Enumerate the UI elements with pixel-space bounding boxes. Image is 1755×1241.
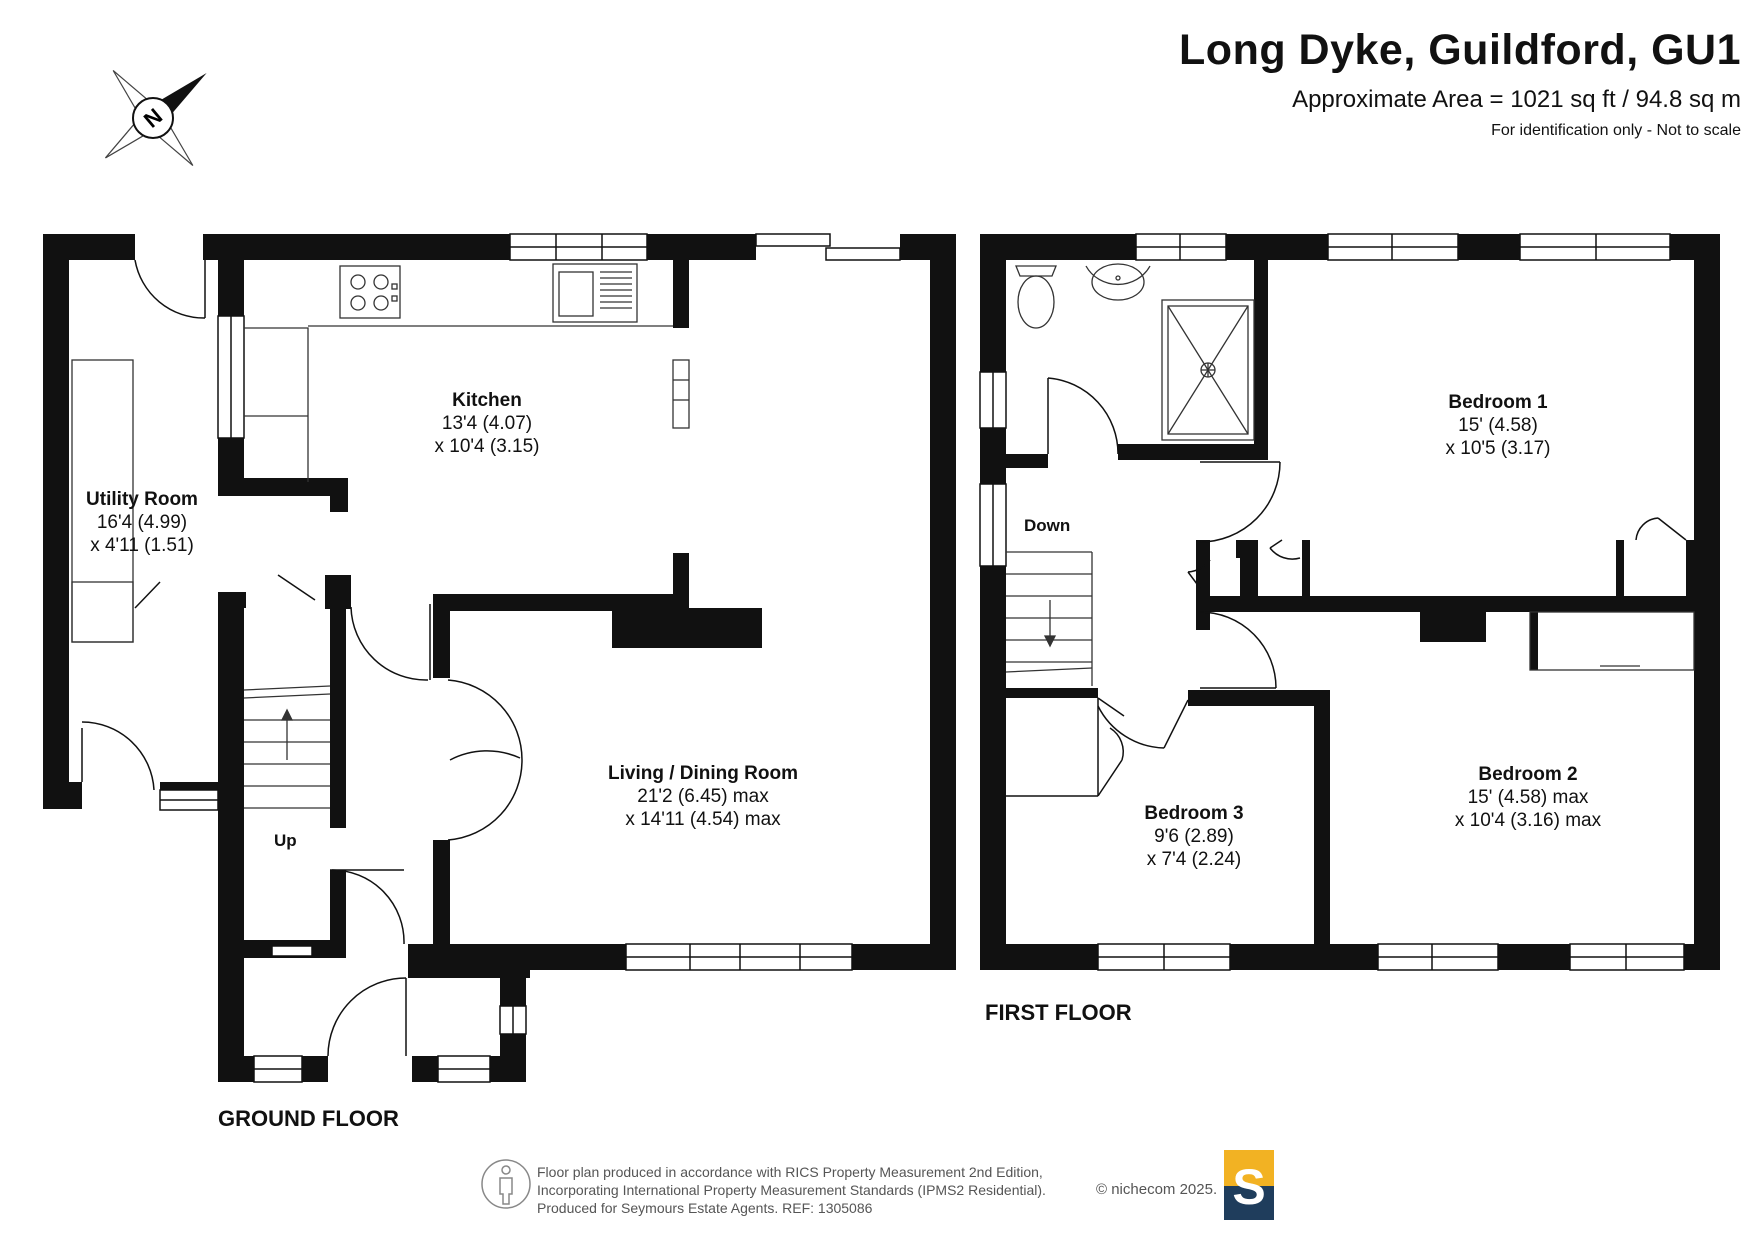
footer-text: Floor plan produced in accordance with R… [537,1163,1046,1217]
ground-floor-windows [159,233,901,1083]
room-dimension: x 7'4 (2.24) [1146,849,1242,870]
stairs-up-label: Up [274,831,297,850]
room-dimension: x 14'11 (4.54) max [625,809,781,830]
room-dimension: x 10'4 (3.15) [434,436,540,457]
room-name: Bedroom 1 [1448,392,1548,413]
approximate-area: Approximate Area = 1021 sq ft / 94.8 sq … [1292,86,1741,113]
room-dimension: 21'2 (6.45) max [637,786,769,807]
ground-floor-doors [81,259,523,1057]
first-floor-stairs [1005,551,1093,686]
footer-line: Incorporating International Property Mea… [537,1182,1046,1198]
room-dimension: 16'4 (4.99) [96,512,188,533]
room-kitchen: Kitchen 13'4 (4.07) x 10'4 (3.15) [434,389,539,458]
room-name: Living / Dining Room [608,763,798,784]
room-dimension: x 4'11 (1.51) [90,535,194,556]
room-utility: Utility Room 16'4 (4.99) x 4'11 (1.51) [86,488,198,557]
footer-line: Produced for Seymours Estate Agents. REF… [537,1200,873,1216]
room-dimension: 15' (4.58) max [1467,787,1589,808]
kitchen-fittings [71,263,690,643]
room-dimension: x 10'4 (3.16) max [1454,810,1602,831]
room-bedroom-2: Bedroom 2 15' (4.58) max x 10'4 (3.16) m… [1455,763,1601,832]
seymours-logo: S [1224,1150,1274,1220]
room-name: Kitchen [452,390,522,411]
first-floor-windows [979,233,1685,971]
first-floor-doors [1006,377,1687,797]
compass-icon: N [105,70,207,166]
bathroom-fittings [1015,263,1695,671]
toilet-icon [1017,275,1055,329]
first-floor-walls [980,234,1720,970]
shower-tray-icon [1161,299,1255,441]
room-bedroom-3: Bedroom 3 9'6 (2.89) x 7'4 (2.24) [1144,802,1243,871]
footer-line: Floor plan produced in accordance with R… [537,1164,1043,1180]
sink-icon [552,263,638,323]
first-floor-label: FIRST FLOOR [985,1000,1132,1025]
room-living-dining: Living / Dining Room 21'2 (6.45) max x 1… [608,762,798,831]
toilet-cistern-icon [1015,265,1057,277]
room-dimension: 9'6 (2.89) [1154,826,1234,847]
basin-icon [1085,265,1151,286]
room-bedroom-1: Bedroom 1 15' (4.58) x 10'5 (3.17) [1445,391,1550,460]
copyright: © nichecom 2025. [1096,1181,1218,1198]
page-title: Long Dyke, Guildford, GU1 [1179,26,1741,74]
ground-floor-label: GROUND FLOOR [218,1106,399,1131]
hob-icon [339,265,401,319]
logo-letter: S [1232,1159,1265,1215]
ground-floor-stairs [243,685,331,809]
room-name: Bedroom 2 [1478,764,1578,785]
person-icon [481,1159,531,1209]
room-dimension: 13'4 (4.07) [441,413,533,434]
room-dimension: x 10'5 (3.17) [1445,438,1551,459]
room-dimension: 15' (4.58) [1458,415,1538,436]
room-name: Bedroom 3 [1144,803,1244,824]
stairs-down-label: Down [1024,516,1071,535]
disclaimer-note: For identification only - Not to scale [1491,122,1741,139]
room-name: Utility Room [86,489,198,510]
